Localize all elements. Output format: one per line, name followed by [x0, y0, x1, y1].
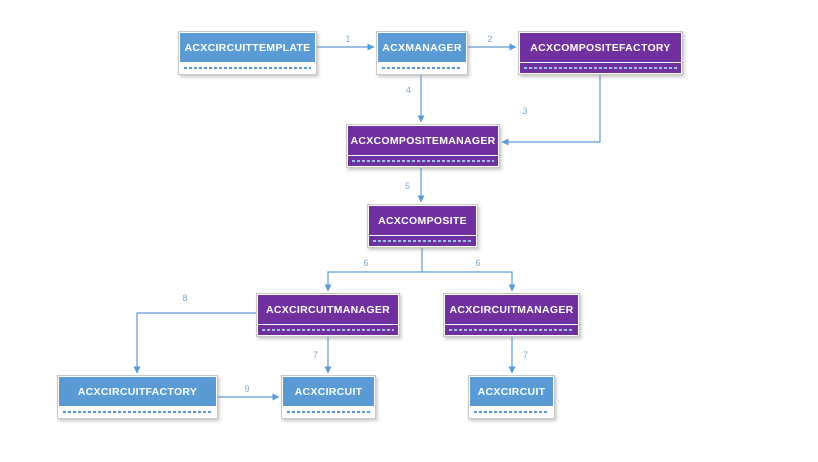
node-compartment-strip — [348, 156, 498, 166]
node-compartment-strip — [520, 63, 681, 73]
node-compartment-strip — [445, 325, 578, 335]
node-acxcompositefactory: ACXCOMPOSITEFACTORY — [518, 31, 683, 75]
dashed-divider — [63, 411, 212, 413]
node-compartment-strip — [378, 63, 466, 73]
node-acxcircuitmanager-left: ACXCIRCUITMANAGER — [256, 293, 400, 337]
edge-connector — [501, 75, 601, 146]
edge-label: 9 — [244, 384, 249, 394]
node-compartment-strip — [180, 63, 315, 73]
node-compartment-strip — [59, 407, 216, 417]
dashed-divider — [382, 67, 462, 69]
node-label: ACXCIRCUITFACTORY — [59, 377, 216, 406]
edge-label: 8 — [182, 293, 187, 303]
node-label: ACXCIRCUITTEMPLATE — [180, 33, 315, 62]
dashed-divider — [352, 160, 494, 162]
node-acxcircuitmanager-right: ACXCIRCUITMANAGER — [443, 293, 580, 337]
node-acxcompositemanager: ACXCOMPOSITEMANAGER — [346, 124, 500, 168]
dashed-divider — [474, 411, 549, 413]
node-compartment-strip — [283, 407, 374, 417]
edge-connector — [324, 271, 422, 292]
node-label: ACXMANAGER — [378, 33, 466, 62]
node-label: ACXCIRCUITMANAGER — [258, 295, 398, 324]
dashed-divider — [262, 329, 394, 331]
edge-label: 2 — [487, 34, 492, 44]
node-label: ACXCIRCUIT — [470, 377, 553, 406]
node-compartment-strip — [369, 236, 476, 246]
node-acxcircuit-right: ACXCIRCUIT — [468, 375, 555, 419]
node-label: ACXCIRCUIT — [283, 377, 374, 406]
edge-label: 6 — [475, 258, 480, 268]
edge-label: 5 — [405, 181, 410, 191]
node-compartment-strip — [470, 407, 553, 417]
edge-label: 4 — [406, 85, 411, 95]
node-acxcircuitfactory: ACXCIRCUITFACTORY — [57, 375, 218, 419]
node-label: ACXCOMPOSITEFACTORY — [520, 33, 681, 62]
edge-connector — [133, 312, 256, 374]
node-acxcircuittemplate: ACXCIRCUITTEMPLATE — [178, 31, 317, 75]
node-acxcomposite: ACXCOMPOSITE — [367, 204, 478, 248]
dashed-divider — [287, 411, 370, 413]
edge-label: 7 — [313, 350, 318, 360]
dashed-divider — [449, 329, 574, 331]
edge-connector — [422, 271, 516, 292]
edge-label: 1 — [345, 34, 350, 44]
node-compartment-strip — [258, 325, 398, 335]
node-label: ACXCIRCUITMANAGER — [445, 295, 578, 324]
node-label: ACXCOMPOSITEMANAGER — [348, 126, 498, 155]
node-acxmanager: ACXMANAGER — [376, 31, 468, 75]
edge-label: 3 — [522, 106, 527, 116]
dashed-divider — [373, 240, 472, 242]
edge-label: 6 — [363, 258, 368, 268]
node-acxcircuit-left: ACXCIRCUIT — [281, 375, 376, 419]
node-label: ACXCOMPOSITE — [369, 206, 476, 235]
edge-label: 7 — [523, 350, 528, 360]
dashed-divider — [524, 67, 677, 69]
dashed-divider — [184, 67, 311, 69]
